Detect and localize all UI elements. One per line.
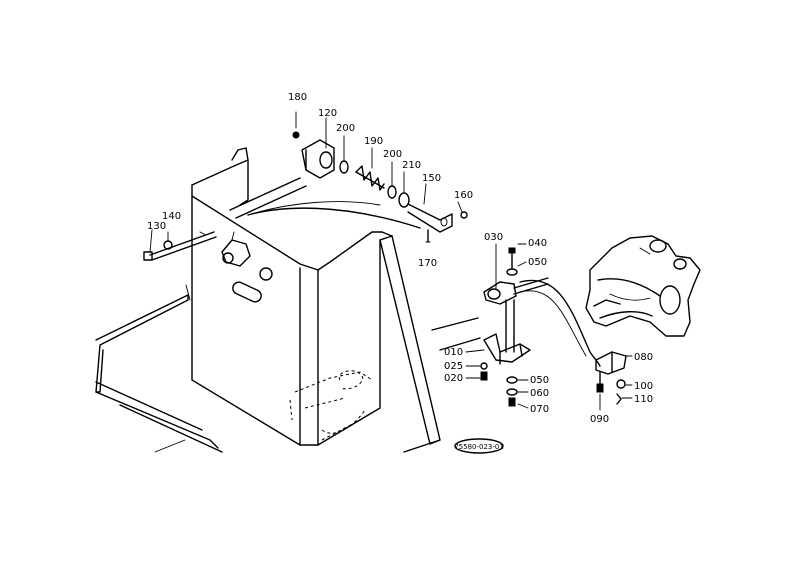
cable xyxy=(247,207,601,367)
leader-lines xyxy=(149,117,633,411)
label-020: 020 xyxy=(444,373,463,384)
label-170: 170 xyxy=(418,258,437,269)
reference-code: 75580-023-01 xyxy=(454,443,504,451)
reference-code-badge: 75580-023-01 xyxy=(454,438,504,454)
housing-box xyxy=(191,147,441,446)
label-120: 120 xyxy=(318,108,337,119)
label-190: 190 xyxy=(364,136,383,147)
label-200: 200 xyxy=(383,149,402,160)
label-150: 150 xyxy=(422,173,441,184)
label-100: 100 xyxy=(634,381,653,392)
label-110: 110 xyxy=(634,394,653,405)
label-160: 160 xyxy=(454,190,473,201)
left-bolt xyxy=(143,231,217,261)
label-060: 060 xyxy=(530,388,549,399)
right-yoke xyxy=(585,235,701,337)
label-025: 025 xyxy=(444,361,463,372)
label-200: 200 xyxy=(336,123,355,134)
floor-frame xyxy=(95,284,481,453)
label-050: 050 xyxy=(528,257,547,268)
part-labels: 180 120 200 190 200 210 150 160 170 140 … xyxy=(147,92,653,425)
label-070: 070 xyxy=(530,404,549,415)
label-030: 030 xyxy=(484,232,503,243)
label-040: 040 xyxy=(528,238,547,249)
label-010: 010 xyxy=(444,347,463,358)
label-140: 140 xyxy=(162,211,181,222)
label-130: 130 xyxy=(147,221,166,232)
label-050: 050 xyxy=(530,375,549,386)
label-080: 080 xyxy=(634,352,653,363)
label-210: 210 xyxy=(402,160,421,171)
middle-bracket xyxy=(480,247,549,407)
label-180: 180 xyxy=(288,92,307,103)
label-090: 090 xyxy=(590,414,609,425)
right-lower-linkage xyxy=(595,351,627,405)
